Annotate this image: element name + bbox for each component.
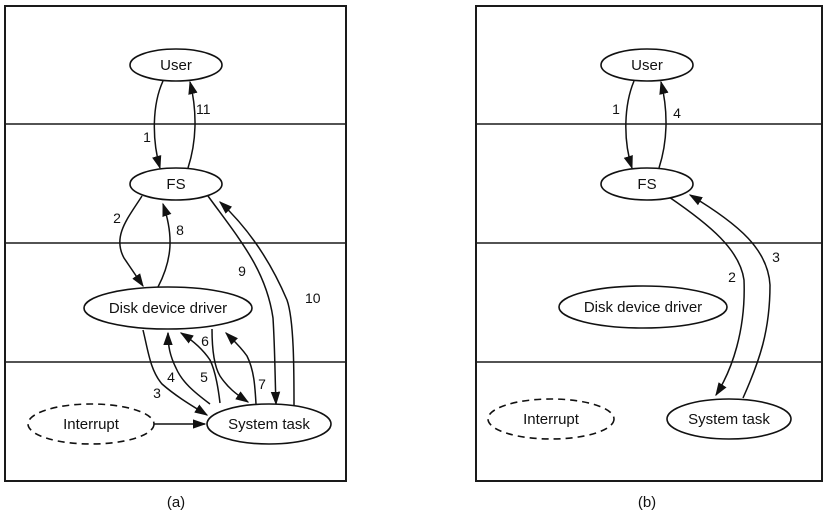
node-fs: FS [129,167,223,201]
edge-a-9 [207,195,281,406]
edge-a-2 [119,195,144,288]
edge-label-9: 9 [238,263,246,279]
edge-b-3 [688,194,771,399]
node-label: Interrupt [523,411,580,428]
edge-a-5 [179,332,221,404]
node-label: System task [228,416,310,433]
edge-label-3: 3 [772,249,780,265]
edge-label-1: 1 [143,129,151,145]
node-system-task: System task [666,398,792,440]
edge-b-2 [668,196,745,397]
node-label: Disk device driver [109,300,227,317]
panel-caption: (b) [638,494,656,511]
edge-label-2: 2 [728,269,736,285]
edge-label-4: 4 [167,369,175,385]
node-fs: FS [600,167,694,201]
node-disk-driver: Disk device driver [558,285,728,329]
node-label: FS [637,176,656,193]
edge-a-3 [142,329,209,416]
edge-label-2: 2 [113,210,121,226]
node-label: Interrupt [63,416,120,433]
edge-a-8 [157,202,172,288]
panel-a: User FS Disk device driver Interrupt Sys… [4,5,347,511]
edge-b-4 [658,80,669,169]
node-label: User [160,57,192,74]
edge-a-10 [219,201,295,406]
node-system-task: System task [206,403,332,445]
edge-label-7: 7 [258,376,266,392]
node-interrupt: Interrupt [487,398,615,440]
panel-b: User FS Disk device driver Interrupt Sys… [475,5,823,511]
node-user: User [600,48,694,82]
edge-label-8: 8 [176,222,184,238]
panel-caption: (a) [167,494,185,511]
edge-label-4: 4 [673,105,681,121]
edge-a-11 [187,80,198,169]
node-interrupt: Interrupt [27,403,155,445]
edge-label-11: 11 [196,101,211,117]
edge-label-3: 3 [153,385,161,401]
node-user: User [129,48,223,82]
edge-b-1 [623,80,635,170]
edge-label-5: 5 [200,369,208,385]
node-disk-driver: Disk device driver [83,286,253,330]
edge-a-1 [152,80,164,170]
node-label: System task [688,411,770,428]
edge-label-1: 1 [612,101,620,117]
node-label: User [631,57,663,74]
node-label: FS [166,176,185,193]
edge-label-10: 10 [305,290,321,306]
edge-a-6 [211,328,250,403]
node-label: Disk device driver [584,299,702,316]
edge-label-6: 6 [201,333,209,349]
edge-a-7 [225,332,257,405]
edge-a-4 [163,331,211,405]
